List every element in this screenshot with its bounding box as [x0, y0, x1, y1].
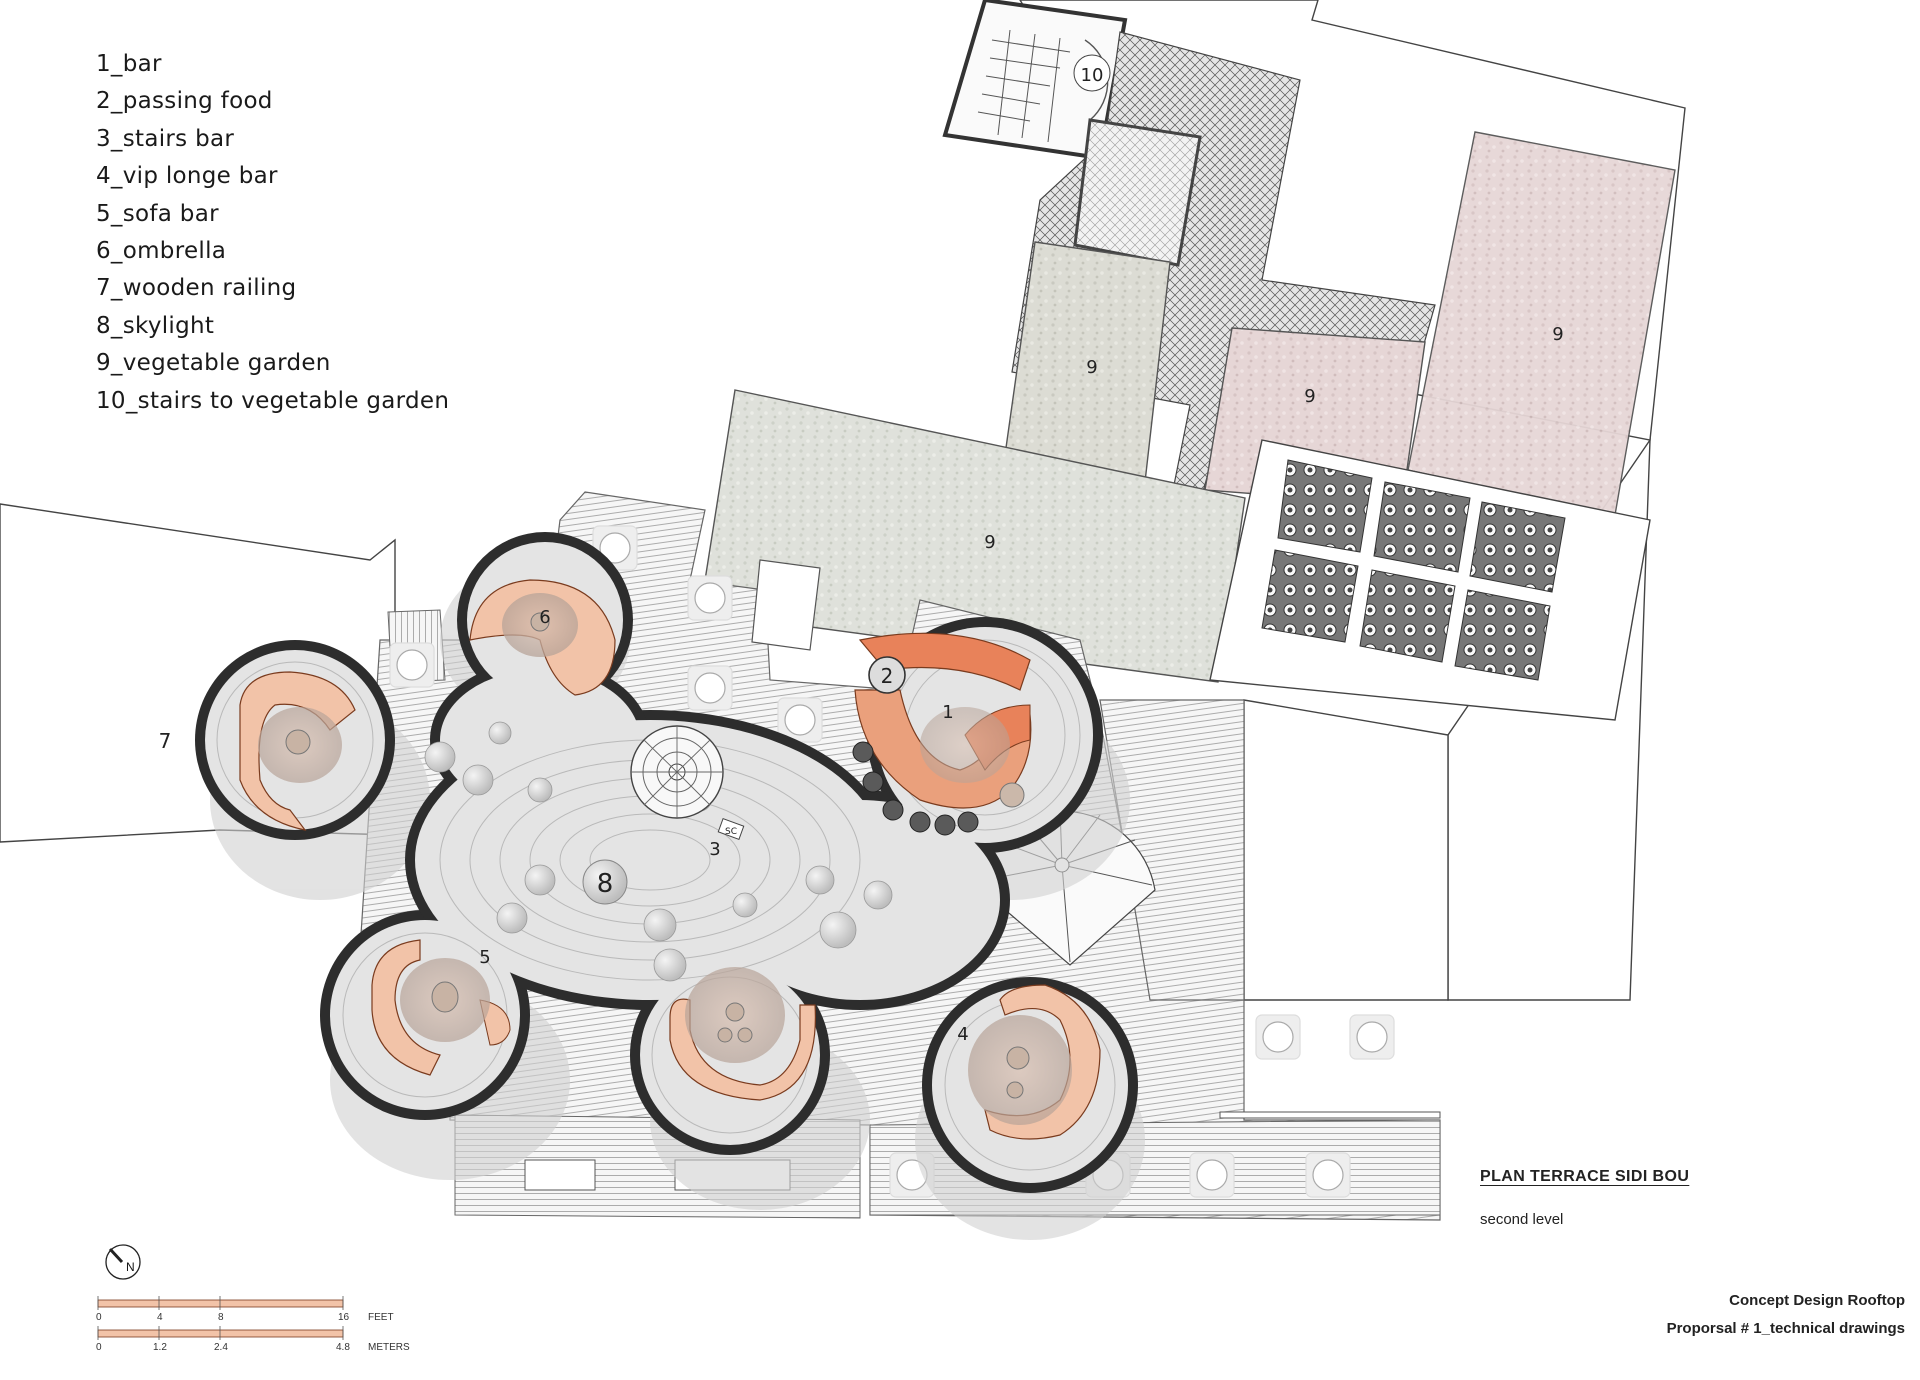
scale-meters-label: METERS	[368, 1342, 410, 1353]
skylight-label: 8	[597, 869, 614, 899]
railing-label: 7	[159, 729, 172, 753]
bar-stools	[852, 741, 979, 836]
garden-label-d: 9	[984, 532, 995, 553]
scale-feet-0: 0	[96, 1312, 102, 1323]
legend-item-9: 9_vegetable garden	[96, 350, 331, 377]
footer-proposal: Proporsal # 1_technical drawings	[1666, 1320, 1905, 1337]
scale-m-2: 2.4	[214, 1342, 228, 1353]
skylight-domes	[424, 721, 893, 982]
sofa-bar-pod: 5	[371, 939, 511, 1076]
vip-lounge-pod: 4	[957, 984, 1101, 1140]
lounge-pod	[669, 967, 816, 1101]
stairs-garden-label: 10	[1081, 65, 1104, 86]
bar: 1 2	[854, 632, 1032, 809]
scale-m-0: 0	[96, 1342, 102, 1353]
scale-feet-label: FEET	[368, 1312, 394, 1323]
deck-tables	[389, 525, 1395, 1198]
legend-item-4: 4_vip longe bar	[96, 163, 278, 190]
garden-stairs: 10	[942, 0, 1128, 161]
legend-item-5: 5_sofa bar	[96, 200, 219, 227]
skylight-center	[582, 859, 628, 905]
stairs-mark: SC	[725, 827, 737, 837]
scale-m-4: 4.8	[336, 1342, 350, 1353]
sofa-bar-label: 5	[479, 947, 490, 968]
garden-label-b: 9	[1304, 386, 1315, 407]
stairs-bar: SC 3	[630, 725, 745, 860]
legend-item-1: 1_bar	[96, 51, 162, 77]
compass: N	[105, 1244, 141, 1280]
plan-subtitle: second level	[1480, 1211, 1564, 1228]
legend-item-7: 7_wooden railing	[96, 275, 297, 302]
legend-item-8: 8_skylight	[96, 312, 215, 339]
bar-label: 1	[942, 702, 953, 723]
scale-bar: 0 4 8 16 FEET 0 1.2 2.4 4.8 METERS	[96, 1296, 410, 1353]
ombrella-pod: 6	[469, 579, 616, 696]
legend-item-2: 2_passing food	[96, 88, 273, 115]
vip-lounge-label: 4	[957, 1024, 968, 1045]
garden-label-a: 9	[1086, 357, 1097, 378]
compass-north: N	[126, 1260, 135, 1274]
footer-concept: Concept Design Rooftop	[1729, 1292, 1905, 1309]
skylight-box-top	[1073, 118, 1202, 267]
legend-item-6: 6_ombrella	[96, 237, 227, 264]
passing-food-label: 2	[881, 664, 894, 688]
stairs-bar-label: 3	[709, 839, 720, 860]
scale-feet-8: 8	[218, 1312, 224, 1323]
railing-pod: 7	[159, 671, 356, 831]
tile-area	[1209, 439, 1651, 721]
plan-title: PLAN TERRACE SIDI BOU	[1480, 1168, 1690, 1185]
scale-m-1: 1.2	[153, 1342, 167, 1353]
legend-item-10: 10_stairs to vegetable garden	[96, 387, 450, 414]
legend-list: 1_bar 2_passing food 3_stairs bar 4_vip …	[96, 46, 449, 420]
garden-label-c: 9	[1552, 324, 1563, 345]
scale-feet-4: 4	[157, 1312, 163, 1323]
ombrella-label: 6	[539, 607, 550, 628]
legend-item-3: 3_stairs bar	[96, 125, 235, 152]
scale-feet-16: 16	[338, 1312, 350, 1323]
